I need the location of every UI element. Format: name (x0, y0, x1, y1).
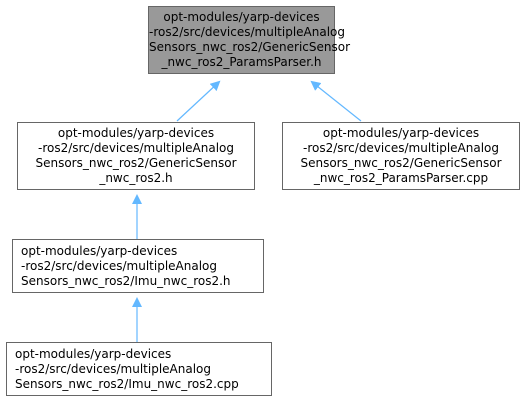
node-label-line: -ros2/src/devices/multipleAnalog (37, 141, 234, 155)
node-label-line: -ros2/src/devices/multipleAnalog (302, 141, 499, 155)
node-label-line: Sensors_nwc_ros2/Imu_nwc_ros2.cpp (15, 376, 239, 391)
node-label-line: Sensors_nwc_ros2/GenericSensor (300, 156, 502, 170)
node-label-line: -ros2/src/devices/multipleAnalog (21, 258, 218, 273)
node-label-line: -ros2/src/devices/multipleAnalog (15, 361, 212, 376)
node-params-parser-cpp[interactable]: opt-modules/yarp-devices -ros2/src/devic… (282, 122, 520, 190)
node-label-line: _nwc_ros2_ParamsParser.cpp (313, 171, 489, 185)
node-imu-cpp[interactable]: opt-modules/yarp-devices -ros2/src/devic… (6, 342, 272, 396)
edge-generic-sensor-h-to-params-parser-h (176, 80, 221, 122)
node-label-line: Sensors_nwc_ros2/GenericSensor (149, 40, 351, 54)
node-label-line: Sensors_nwc_ros2/GenericSensor (35, 156, 237, 170)
node-label-line: _nwc_ros2.h (99, 171, 173, 185)
node-label-line: opt-modules/yarp-devices (15, 346, 172, 361)
node-generic-sensor-h[interactable]: opt-modules/yarp-devices -ros2/src/devic… (17, 122, 255, 190)
node-label-line: _nwc_ros2_ParamsParser.h (161, 55, 322, 69)
node-label-line: opt-modules/yarp-devices (57, 126, 215, 140)
node-imu-h[interactable]: opt-modules/yarp-devices -ros2/src/devic… (12, 239, 264, 293)
node-params-parser-h[interactable]: opt-modules/yarp-devices -ros2/src/devic… (148, 6, 351, 74)
edge-params-parser-cpp-to-params-parser-h (310, 80, 362, 122)
node-label-line: opt-modules/yarp-devices (322, 126, 480, 140)
node-label-line: opt-modules/yarp-devices (163, 10, 320, 24)
node-label-line: Sensors_nwc_ros2/Imu_nwc_ros2.h (21, 273, 231, 288)
node-label-line: opt-modules/yarp-devices (21, 243, 178, 258)
node-label-line: -ros2/src/devices/multipleAnalog (149, 25, 346, 39)
